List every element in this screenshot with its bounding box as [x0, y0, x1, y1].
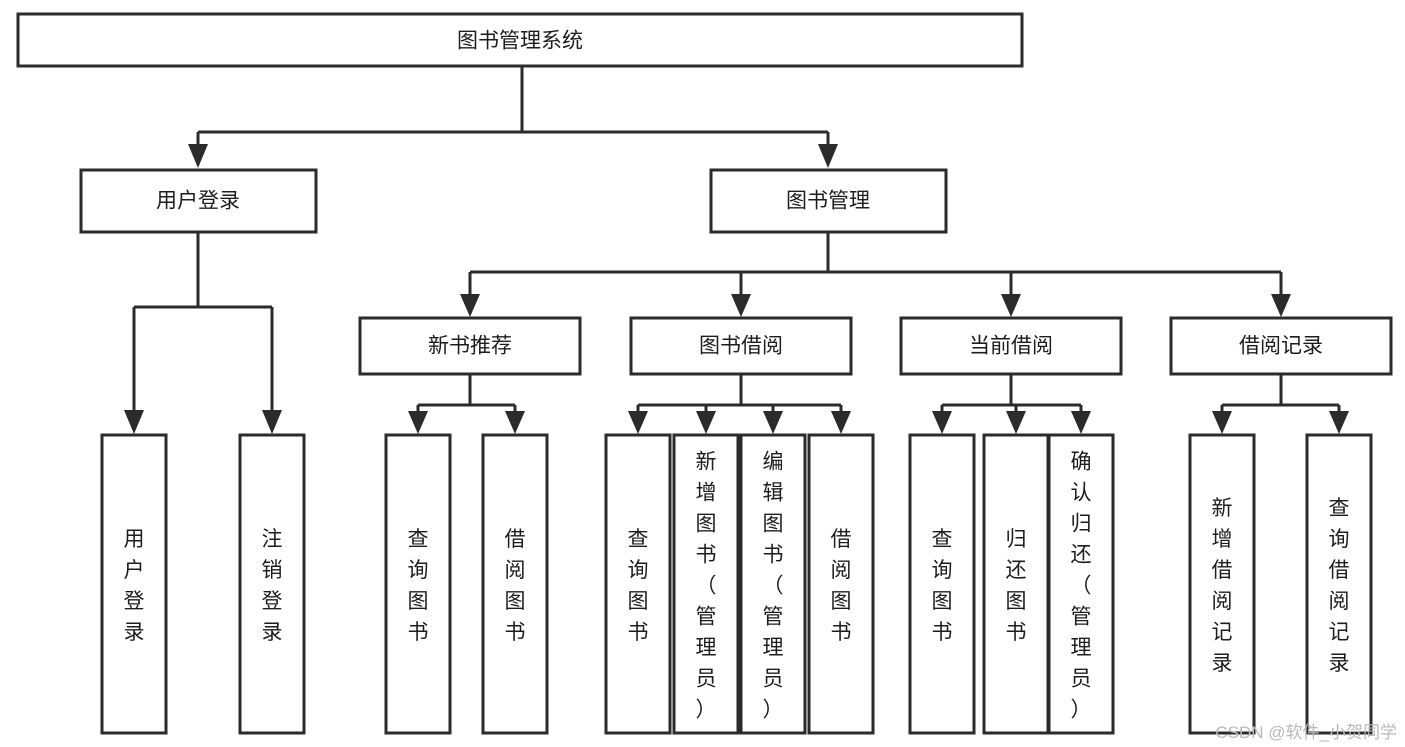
node-user-login-label: 用户登录: [156, 190, 240, 213]
node-borrow-record-label: 借阅记录: [1239, 335, 1323, 358]
leaf-add-book-box[interactable]: [672, 433, 740, 735]
node-new-book-recommend[interactable]: 新书推荐: [358, 316, 582, 376]
arrowhead-leaf-query-book-borrow: [628, 411, 648, 434]
node-user-login[interactable]: 用户登录: [79, 168, 318, 234]
connector-group-book-management: [460, 232, 1291, 317]
connector-group-current-borrow: [932, 374, 1091, 434]
leaf-borrow-book-recommend-box[interactable]: [481, 433, 549, 735]
arrowhead-leaf-borrow-book-recommend: [505, 411, 525, 434]
arrowhead-leaf-add-borrow-record: [1212, 411, 1232, 434]
arrowhead-leaf-return-book: [1006, 411, 1026, 434]
connector-group-new-book-recommend: [408, 374, 525, 434]
leaf-edit-book-label: 编辑图书（管理员）: [763, 451, 784, 722]
leaf-borrow-book-recommend-label: 借阅图书: [505, 528, 526, 644]
leaf-query-book-borrow-box[interactable]: [604, 433, 672, 735]
leaf-add-borrow-record-label: 新增借阅记录: [1212, 497, 1233, 675]
connector-group-user-login: [124, 232, 282, 434]
arrowhead-leaf-user-login: [124, 410, 144, 434]
leaf-query-book-borrow-label: 查询图书: [628, 528, 649, 644]
leaf-user-logout-box[interactable]: [238, 433, 306, 735]
leaf-query-book-recommend-box[interactable]: [384, 433, 452, 735]
node-new-book-recommend-label: 新书推荐: [428, 335, 512, 358]
arrowhead-leaf-query-book-recommend: [408, 411, 428, 434]
connector-group-book-borrow: [628, 374, 851, 434]
arrowhead-new-book-recommend: [460, 294, 480, 317]
arrowhead-borrow-record: [1271, 294, 1291, 317]
arrowhead-current-borrow: [1001, 294, 1021, 317]
arrowhead-leaf-query-book-current: [932, 411, 952, 434]
leaf-borrow-book-label: 借阅图书: [831, 528, 852, 644]
leaf-query-book-current-label: 查询图书: [932, 528, 953, 644]
node-borrow-record[interactable]: 借阅记录: [1169, 316, 1393, 376]
leaf-add-book[interactable]: 新增图书（管理员）: [672, 433, 740, 735]
node-book-management-box[interactable]: [709, 168, 948, 234]
leaf-return-book-box[interactable]: [982, 433, 1050, 735]
node-new-book-recommend-box[interactable]: [358, 316, 582, 376]
leaf-query-book-current[interactable]: 查询图书: [908, 433, 976, 735]
leaf-user-login-label: 用户登录: [124, 528, 145, 644]
leaf-borrow-book[interactable]: 借阅图书: [807, 433, 875, 735]
arrowhead-leaf-confirm-return: [1071, 411, 1091, 434]
node-book-borrow-label: 图书借阅: [699, 335, 783, 358]
connector-group-borrow-record: [1212, 374, 1349, 434]
leaf-add-borrow-record-box[interactable]: [1188, 433, 1256, 735]
leaf-edit-book-box[interactable]: [739, 433, 807, 735]
leaf-query-borrow-record-label: 查询借阅记录: [1329, 497, 1350, 675]
arrowhead-leaf-query-borrow-record: [1329, 411, 1349, 434]
leaf-query-book-recommend-label: 查询图书: [408, 528, 429, 644]
leaf-user-login-box[interactable]: [100, 433, 168, 735]
csdn-watermark: CSDN @软件_小贺同学: [1215, 723, 1397, 742]
node-root-label: 图书管理系统: [457, 30, 583, 53]
leaf-query-book-borrow[interactable]: 查询图书: [604, 433, 672, 735]
node-borrow-record-box[interactable]: [1169, 316, 1393, 376]
leaf-query-book-recommend[interactable]: 查询图书: [384, 433, 452, 735]
node-current-borrow[interactable]: 当前借阅: [899, 316, 1123, 376]
arrowhead-leaf-borrow-book: [831, 411, 851, 434]
node-book-management-label: 图书管理: [786, 190, 870, 213]
leaf-confirm-return[interactable]: 确认归还（管理员）: [1047, 433, 1115, 735]
leaf-confirm-return-box[interactable]: [1047, 433, 1115, 735]
leaf-confirm-return-label: 确认归还（管理员）: [1071, 451, 1092, 722]
leaf-return-book[interactable]: 归还图书: [982, 433, 1050, 735]
leaf-add-book-label: 新增图书（管理员）: [696, 451, 717, 722]
arrowhead-leaf-edit-book: [763, 411, 783, 434]
leaf-add-borrow-record[interactable]: 新增借阅记录: [1188, 433, 1256, 735]
leaf-query-book-current-box[interactable]: [908, 433, 976, 735]
node-root[interactable]: 图书管理系统: [16, 12, 1024, 68]
node-book-borrow[interactable]: 图书借阅: [629, 316, 853, 376]
leaf-return-book-label: 归还图书: [1006, 528, 1027, 644]
leaf-borrow-book-box[interactable]: [807, 433, 875, 735]
leaf-user-login[interactable]: 用户登录: [100, 433, 168, 735]
arrowhead-user-login: [188, 144, 208, 168]
node-book-borrow-box[interactable]: [629, 316, 853, 376]
arrowhead-leaf-user-logout: [262, 410, 282, 434]
leaf-user-logout-label: 注销登录: [262, 528, 283, 644]
arrowhead-book-borrow: [731, 294, 751, 317]
leaf-borrow-book-recommend[interactable]: 借阅图书: [481, 433, 549, 735]
arrowhead-book-management: [818, 144, 838, 168]
leaf-user-logout[interactable]: 注销登录: [238, 433, 306, 735]
leaf-query-borrow-record[interactable]: 查询借阅记录: [1305, 433, 1373, 735]
connector-group-root: [188, 66, 838, 168]
node-user-login-box[interactable]: [79, 168, 318, 234]
leaf-edit-book[interactable]: 编辑图书（管理员）: [739, 433, 807, 735]
node-current-borrow-box[interactable]: [899, 316, 1123, 376]
leaf-query-borrow-record-box[interactable]: [1305, 433, 1373, 735]
node-root-box[interactable]: [16, 12, 1024, 68]
node-book-management[interactable]: 图书管理: [709, 168, 948, 234]
node-current-borrow-label: 当前借阅: [969, 335, 1053, 358]
arrowhead-leaf-add-book: [696, 411, 716, 434]
